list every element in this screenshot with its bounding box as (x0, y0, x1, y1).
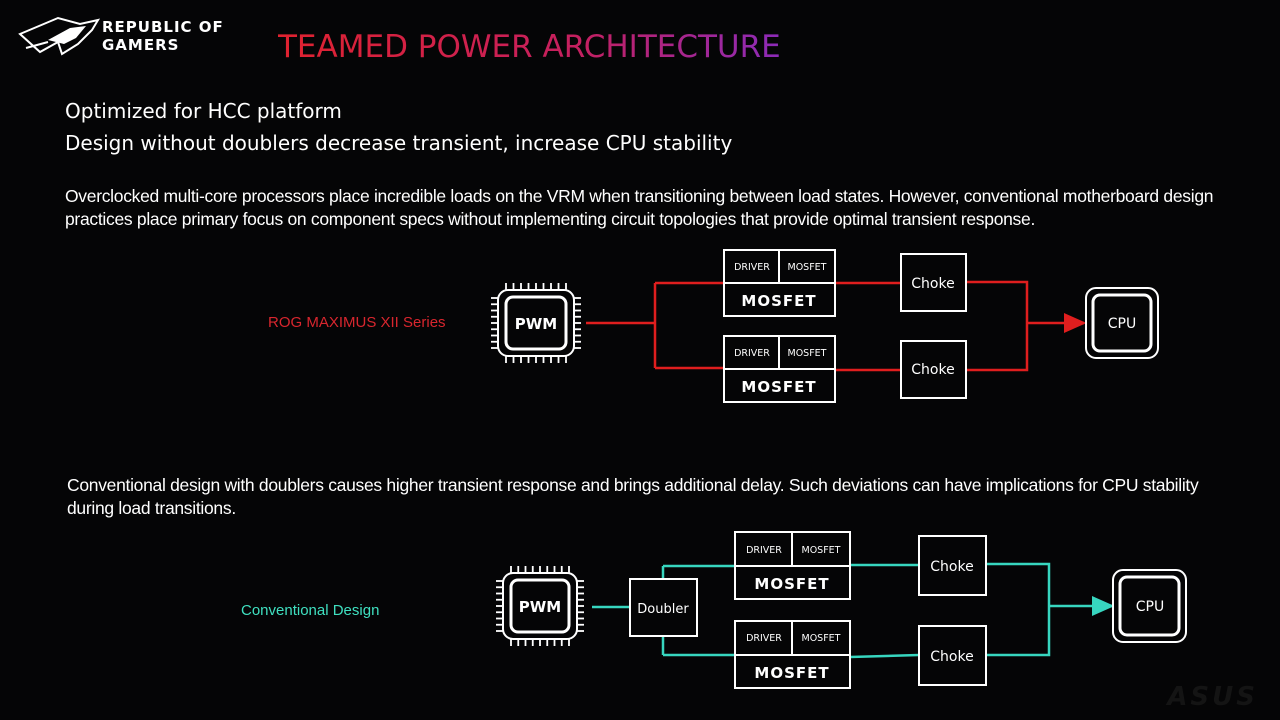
conventional-cpu-chip: CPU (1112, 569, 1187, 643)
rog-choke-box-top (900, 253, 967, 312)
conventional-choke-box-bottom (918, 625, 987, 686)
rog-mosfet-block-bottom (723, 335, 836, 403)
conventional-choke-top: Choke (930, 559, 973, 575)
conventional-doubler-box (629, 578, 698, 637)
conventional-mosfet-block-top (734, 531, 851, 600)
conventional-mosfet-block-bottom (734, 620, 851, 689)
conventional-mosfet-small-bottom: MOSFET (802, 633, 841, 644)
rog-driver-top: DRIVER (734, 262, 770, 273)
rog-diagram: PWM DRIVER MOSFET MOSFET DRIVER MOSFET M… (491, 249, 1159, 403)
conventional-driver-top: DRIVER (746, 545, 782, 556)
rog-mosfet-small-top: MOSFET (788, 262, 827, 273)
conventional-doubler-label: Doubler (637, 602, 689, 617)
brand-line-2: GAMERS (102, 36, 180, 54)
rog-pwm-label: PWM (515, 315, 557, 333)
rog-eye-logo (18, 16, 101, 56)
subtitle-1: Optimized for HCC platform (65, 99, 342, 123)
rog-cpu-label: CPU (1108, 316, 1136, 332)
asus-watermark: ASUS (1167, 682, 1258, 712)
rog-mosfet-top: MOSFET (741, 292, 816, 310)
conventional-cpu-label: CPU (1136, 599, 1164, 615)
paragraph-conventional: Conventional design with doublers causes… (67, 475, 1199, 518)
rog-choke-top: Choke (911, 276, 954, 292)
conventional-pwm-chip: PWM (496, 566, 584, 646)
rog-mosfet-small-bottom: MOSFET (788, 348, 827, 359)
conventional-choke-bottom: Choke (930, 649, 973, 665)
rog-mosfet-block-top (723, 249, 836, 317)
conventional-design-label: Conventional Design (241, 602, 380, 619)
rog-pwm-chip: PWM (491, 283, 581, 363)
brand-line-1: REPUBLIC OF (102, 18, 224, 36)
rog-choke-box-bottom (900, 340, 967, 399)
rog-connectors (586, 280, 1087, 372)
rog-series-label: ROG MAXIMUS XII Series (268, 314, 446, 331)
conventional-pwm-label: PWM (519, 598, 561, 616)
subtitle-2: Design without doublers decrease transie… (65, 131, 733, 155)
conventional-driver-bottom: DRIVER (746, 633, 782, 644)
rog-driver-bottom: DRIVER (734, 348, 770, 359)
conventional-diagram: PWM Doubler DRIVER MOSFET MOSFET DRIVER … (496, 531, 1187, 689)
conventional-choke-box-top (918, 535, 987, 596)
conventional-mosfet-bottom: MOSFET (754, 664, 829, 682)
paragraph-rog: Overclocked multi-core processors place … (65, 186, 1214, 229)
conventional-mosfet-small-top: MOSFET (802, 545, 841, 556)
rog-choke-bottom: Choke (911, 362, 954, 378)
rog-cpu-chip: CPU (1085, 287, 1159, 359)
slide-title: TEAMED POWER ARCHITECTURE (278, 29, 781, 65)
rog-mosfet-bottom: MOSFET (741, 378, 816, 396)
conventional-mosfet-top: MOSFET (754, 575, 829, 593)
